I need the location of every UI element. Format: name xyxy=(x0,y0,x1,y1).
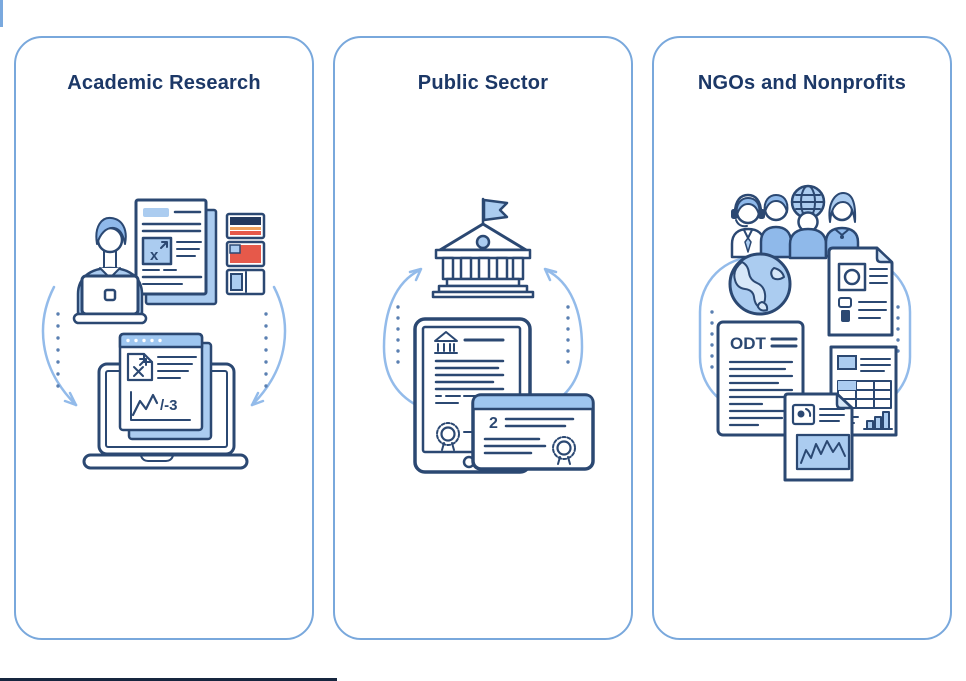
certificate-number: 2 xyxy=(489,415,498,432)
card-academic-research: Academic Research xyxy=(14,36,314,640)
dotted-flow-lines xyxy=(56,312,268,388)
flow-arrow-right-icon xyxy=(250,285,287,407)
flow-arrow-right-icon xyxy=(543,267,584,408)
researcher-at-laptop-icon xyxy=(72,216,148,325)
ngos-nonprofits-illustration-svg: ODT xyxy=(698,184,912,482)
laptop-report-icon: /-3 xyxy=(82,332,249,470)
card-public-sector: Public Sector xyxy=(333,36,633,640)
flow-arrow-left-icon xyxy=(382,267,423,408)
card-ngos-and-nonprofits: NGOs and Nonprofits xyxy=(652,36,952,640)
dotted-flow-lines xyxy=(396,305,570,364)
government-building-icon xyxy=(431,197,535,299)
academic-research-illustration: x xyxy=(24,182,304,482)
ngos-nonprofits-illustration: ODT xyxy=(662,182,942,482)
globe-icon xyxy=(728,252,792,316)
flow-arrow-left-icon xyxy=(41,285,78,407)
document-format-label: ODT xyxy=(730,334,767,353)
profile-document-icon xyxy=(827,246,894,337)
public-sector-illustration-svg: 2 xyxy=(382,197,595,474)
bottom-edge-strip xyxy=(0,678,337,681)
screen-chart-annotation: /-3 xyxy=(160,397,178,414)
card-title: Academic Research xyxy=(67,72,261,94)
odt-document-icon: ODT xyxy=(716,320,805,437)
certificate-card-icon: 2 xyxy=(471,393,595,471)
line-chart-document-icon xyxy=(783,392,854,482)
team-people-icon xyxy=(730,184,860,260)
paper-figure-marker: x xyxy=(150,247,159,264)
left-edge-strip xyxy=(0,0,3,27)
card-title: NGOs and Nonprofits xyxy=(697,72,907,94)
dotted-flow-lines xyxy=(710,305,900,369)
academic-research-illustration-svg: x xyxy=(41,198,287,470)
public-sector-illustration: 2 xyxy=(343,182,623,482)
flag-cards-icon xyxy=(225,212,266,296)
card-title: Public Sector xyxy=(417,72,549,94)
research-paper-stack-icon: x xyxy=(134,198,218,306)
